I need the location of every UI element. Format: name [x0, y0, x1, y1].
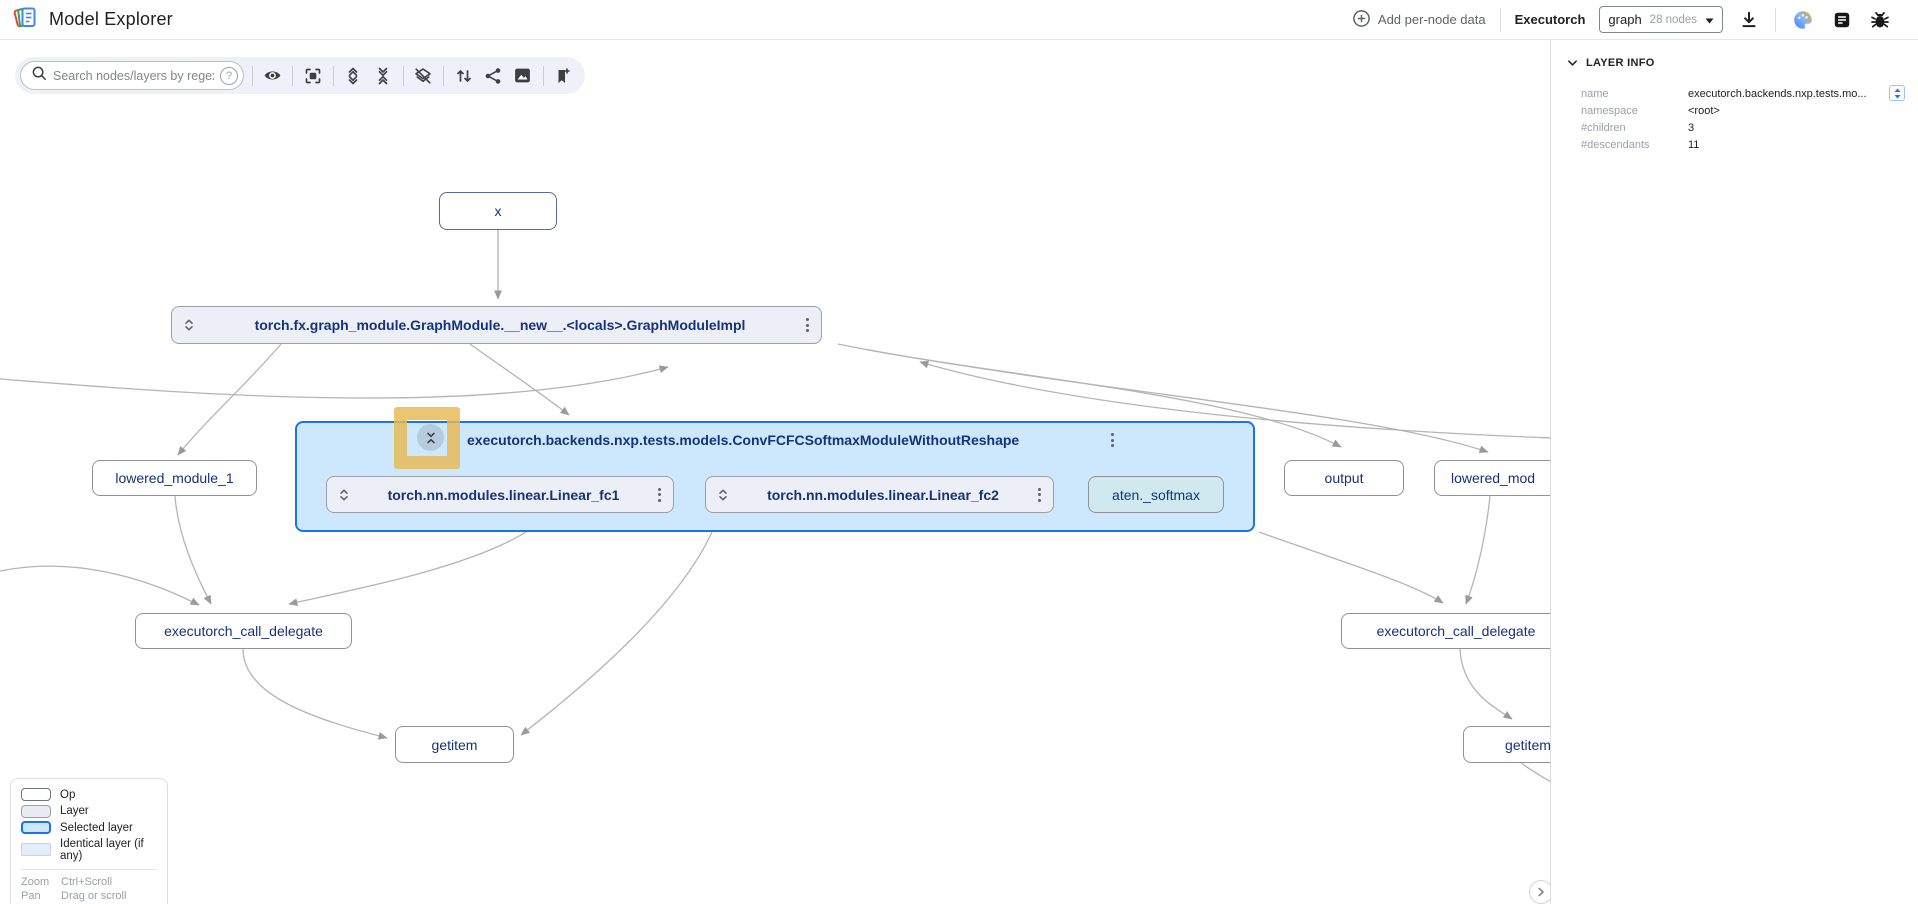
selected-layer-title: executorch.backends.nxp.tests.models.Con…: [467, 432, 1020, 448]
graph-selector-dropdown[interactable]: graph 28 nodes: [1599, 6, 1723, 33]
legend-item-layer: Layer: [21, 804, 157, 818]
graph-node-softmax[interactable]: aten._softmax: [1088, 476, 1224, 513]
unfold-more-icon[interactable]: [337, 488, 351, 502]
shortcut-zoom: Zoom Ctrl+Scroll: [21, 875, 113, 888]
highlight-focus-ring: [394, 407, 460, 469]
unfold-more-icon[interactable]: [716, 488, 730, 502]
graph-selector-value: graph: [1608, 12, 1642, 27]
docs-button[interactable]: [1830, 8, 1854, 32]
header-divider-2: [1775, 7, 1776, 32]
info-row-descendants: #descendants 11: [1581, 138, 1700, 151]
graph-node-lowered-module-1[interactable]: lowered_module_1: [92, 460, 257, 496]
graph-node-count: 28 nodes: [1649, 13, 1697, 26]
collapse-layer-icon[interactable]: [417, 424, 444, 451]
search-box[interactable]: ?: [20, 61, 244, 90]
op-swatch: [21, 788, 51, 801]
graph-node-getitem-left[interactable]: getitem: [395, 726, 514, 763]
search-input[interactable]: [53, 68, 214, 83]
expand-value-button[interactable]: [1889, 85, 1905, 101]
layer-swatch: [21, 804, 51, 818]
legend: Op Layer Selected layer Identical layer …: [10, 778, 168, 904]
bookmark-add-button[interactable]: [551, 62, 575, 90]
bug-report-button[interactable]: [1868, 8, 1892, 32]
graph-canvas[interactable]: ?: [0, 41, 1551, 904]
flatten-layers-button[interactable]: [412, 62, 436, 90]
add-per-node-data-button[interactable]: Add per-node data: [1352, 9, 1486, 31]
identical-layer-swatch: [21, 843, 51, 856]
page-title: Model Explorer: [49, 9, 173, 29]
graph-node-call-delegate-left[interactable]: executorch_call_delegate: [135, 613, 352, 649]
download-button[interactable]: [1737, 8, 1761, 32]
graph-node-lowered-module-2[interactable]: lowered_mod: [1434, 460, 1550, 496]
graph-node-getitem-right[interactable]: getitem: [1463, 726, 1550, 763]
node-menu-icon[interactable]: [656, 486, 663, 504]
info-row-namespace: namespace <root>: [1581, 104, 1720, 117]
canvas-toolbar: ?: [15, 57, 585, 94]
node-menu-icon[interactable]: [1109, 431, 1116, 449]
collapse-all-layers-button[interactable]: [371, 62, 395, 90]
export-image-button[interactable]: [511, 62, 535, 90]
graph-node-graph-module[interactable]: torch.fx.graph_module.GraphModule.__new_…: [171, 306, 822, 344]
layer-info-panel: LAYER INFO name executorch.backends.nxp.…: [1552, 41, 1918, 904]
layer-info-title: LAYER INFO: [1586, 57, 1655, 69]
visibility-toggle-button[interactable]: [261, 62, 285, 90]
model-explorer-logo-icon: [13, 4, 39, 35]
share-graph-button[interactable]: [482, 62, 506, 90]
theme-palette-button[interactable]: [1790, 7, 1816, 33]
help-icon[interactable]: ?: [220, 66, 238, 85]
header-divider: [1499, 7, 1501, 32]
fit-to-screen-button[interactable]: [301, 62, 325, 90]
chevron-right-icon: [1538, 887, 1544, 897]
info-row-name: name executorch.backends.nxp.tests.mo...: [1552, 85, 1918, 102]
graph-node-call-delegate-right[interactable]: executorch_call_delegate: [1341, 613, 1550, 649]
graph-edges: [0, 230, 1550, 783]
node-menu-icon[interactable]: [1036, 486, 1043, 504]
app-header: Model Explorer Add per-node data Executo…: [0, 0, 1918, 40]
graph-node-selected-layer[interactable]: executorch.backends.nxp.tests.models.Con…: [295, 421, 1255, 532]
layer-info-header[interactable]: LAYER INFO: [1552, 41, 1918, 69]
shortcut-pan: Pan Drag or scroll: [21, 889, 127, 902]
caret-down-icon: [1705, 11, 1714, 29]
search-icon: [31, 65, 47, 86]
unfold-more-icon[interactable]: [182, 318, 196, 332]
legend-item-op: Op: [21, 788, 157, 801]
graph-node-linear-fc2[interactable]: torch.nn.modules.linear.Linear_fc2: [705, 476, 1054, 513]
model-name-label: Executorch: [1514, 12, 1586, 27]
graph-node-x[interactable]: x: [439, 192, 557, 230]
chevron-down-icon: [1568, 59, 1577, 66]
info-row-children: #children 3: [1581, 121, 1695, 134]
graph-node-output[interactable]: output: [1284, 460, 1404, 496]
swap-layout-direction-button[interactable]: [452, 62, 476, 90]
graph-node-linear-fc1[interactable]: torch.nn.modules.linear.Linear_fc1: [326, 476, 674, 513]
panel-toggle-button[interactable]: [1529, 880, 1550, 904]
legend-item-selected-layer: Selected layer: [21, 821, 157, 834]
node-menu-icon[interactable]: [804, 316, 811, 334]
selected-layer-swatch: [21, 821, 51, 834]
plus-circle-icon: [1352, 9, 1371, 31]
legend-item-identical-layer: Identical layer (if any): [21, 838, 157, 862]
expand-all-layers-button[interactable]: [342, 62, 366, 90]
